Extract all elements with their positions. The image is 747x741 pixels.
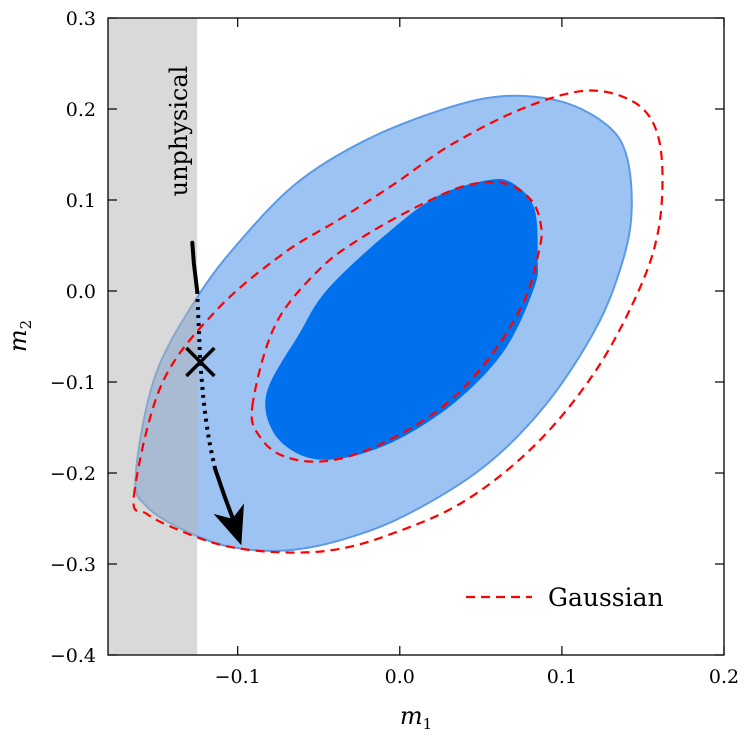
gaussian-contour-2 [250, 181, 543, 463]
trajectory-solid-start [190, 240, 200, 293]
y-tick-label: −0.1 [50, 372, 96, 394]
x-marker [185, 346, 216, 378]
plot-frame [107, 17, 725, 656]
y-tick-label: −0.2 [50, 463, 96, 485]
y-tick-label: 0.0 [66, 281, 96, 303]
trajectory-arrowhead [213, 503, 245, 546]
trajectory-solid-end [213, 466, 235, 521]
unphysical-region [108, 18, 198, 655]
y-tick-label: −0.3 [50, 554, 96, 576]
x-tick-label: −0.1 [215, 666, 261, 688]
y-tick-label: 0.2 [66, 99, 96, 121]
x-tick-label: 0.1 [547, 666, 577, 688]
y-tick-label: −0.4 [50, 645, 96, 667]
unphysical-label: unphysical [165, 66, 193, 197]
x-tick-label: 0.0 [385, 666, 415, 688]
contour-inner [265, 178, 539, 460]
trajectory-dotted [195, 290, 217, 469]
y-tick-label: 0.3 [66, 8, 96, 30]
legend: Gaussian [466, 583, 664, 612]
x-axis-label: m1 [400, 702, 432, 733]
x-tick-label: 0.2 [709, 666, 739, 688]
y-tick-label: 0.1 [66, 190, 96, 212]
legend-gaussian-label: Gaussian [548, 583, 664, 612]
y-axis-label: m2 [4, 320, 35, 352]
